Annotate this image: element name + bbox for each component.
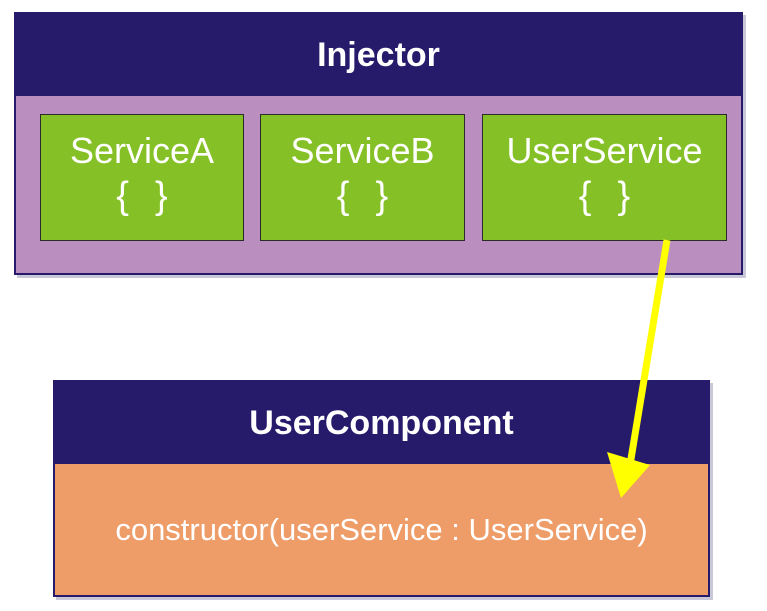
service-b-body: {} — [337, 175, 388, 217]
user-service-close-brace: } — [617, 175, 631, 217]
user-component-title: UserComponent — [55, 382, 708, 464]
service-b-box: ServiceB {} — [260, 114, 465, 241]
service-a-box: ServiceA {} — [40, 114, 244, 241]
injector-title: Injector — [16, 14, 741, 96]
user-service-box: UserService {} — [482, 114, 727, 241]
injector-container: Injector ServiceA {} ServiceB {} UserSer… — [14, 12, 743, 275]
service-a-open-brace: { — [116, 175, 129, 217]
user-component-container: UserComponent constructor(userService : … — [53, 380, 710, 597]
service-a-body: {} — [116, 175, 167, 217]
service-a-close-brace: } — [155, 175, 168, 217]
service-b-close-brace: } — [375, 175, 389, 217]
user-component-constructor: constructor(userService : UserService) — [115, 511, 648, 547]
service-a-name: ServiceA — [69, 130, 215, 171]
user-service-open-brace: { — [578, 175, 592, 217]
service-b-open-brace: { — [336, 175, 350, 217]
user-service-name: UserService — [506, 130, 703, 171]
service-b-name: ServiceB — [290, 130, 435, 171]
user-service-body: {} — [579, 175, 630, 217]
